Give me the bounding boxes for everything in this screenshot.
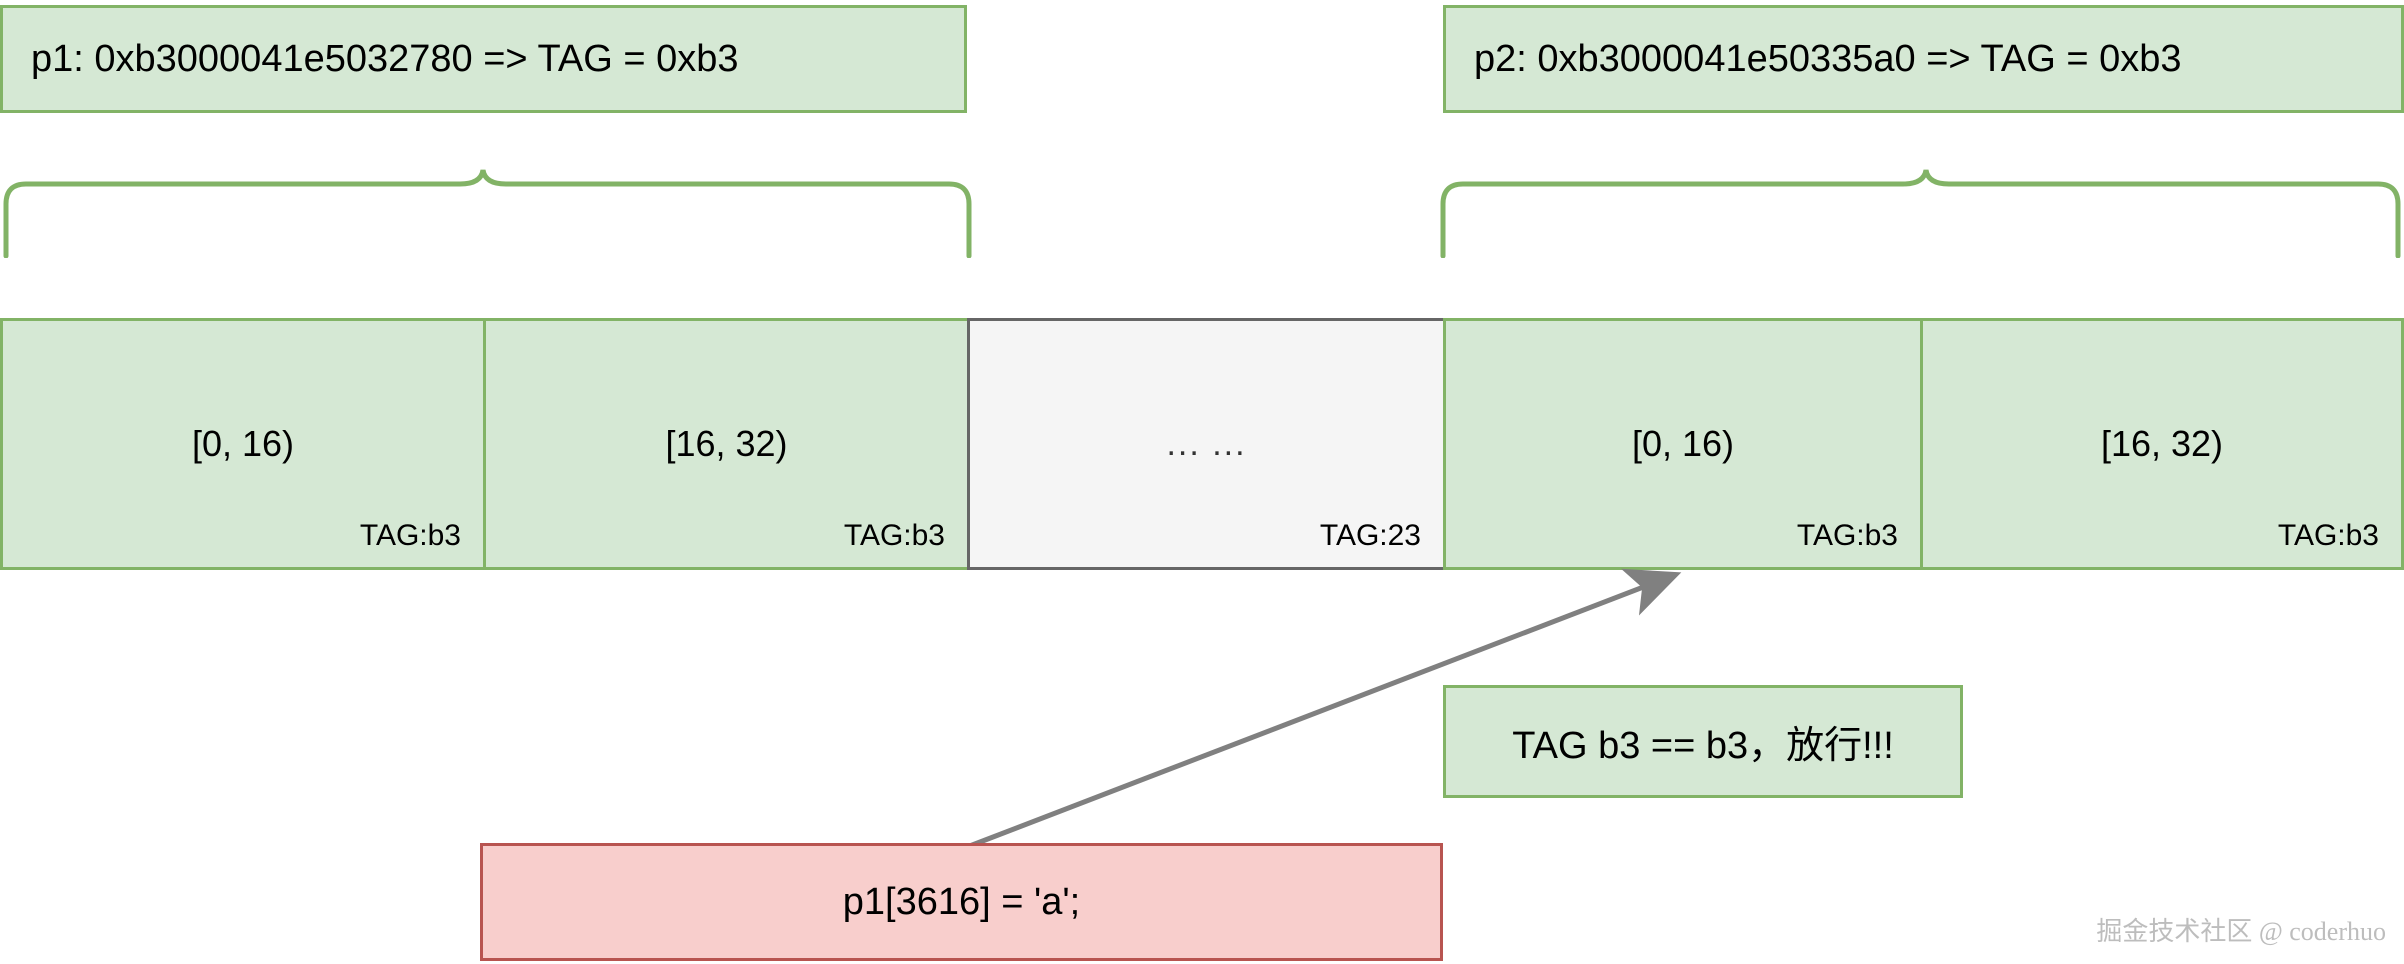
tag-pass-note: TAG b3 == b3，放行!!! — [1443, 685, 1963, 798]
brace-p2 — [1440, 169, 2401, 258]
memory-cell-2-tag: TAG:23 — [1319, 519, 1421, 552]
watermark: 掘金技术社区 @ coderhuo — [2096, 917, 2386, 946]
brace-p1 — [3, 169, 972, 258]
memory-cell-0: [0, 16) TAG:b3 — [0, 318, 486, 570]
memory-cell-4-tag: TAG:b3 — [2277, 519, 2379, 552]
memory-cell-2: ... ... TAG:23 — [967, 318, 1446, 570]
pointer-box-p2: p2: 0xb3000041e50335a0 => TAG = 0xb3 — [1443, 5, 2404, 113]
memory-cell-3: [0, 16) TAG:b3 — [1443, 318, 1923, 570]
code-statement-label: p1[3616] = 'a'; — [842, 880, 1081, 923]
memory-cell-4-range: [16, 32) — [2100, 423, 2224, 464]
memory-cell-row: [0, 16) TAG:b3 [16, 32) TAG:b3 ... ... T… — [0, 318, 2404, 570]
memory-cell-4: [16, 32) TAG:b3 — [1920, 318, 2404, 570]
pointer-label-p1: p1: 0xb3000041e5032780 => TAG = 0xb3 — [31, 38, 739, 80]
memory-cell-3-range: [0, 16) — [1631, 423, 1735, 464]
memory-cell-0-tag: TAG:b3 — [359, 519, 461, 552]
pointer-label-p2: p2: 0xb3000041e50335a0 => TAG = 0xb3 — [1474, 38, 2182, 80]
memory-cell-1: [16, 32) TAG:b3 — [483, 318, 970, 570]
memory-cell-1-tag: TAG:b3 — [843, 519, 945, 552]
pointer-box-p1: p1: 0xb3000041e5032780 => TAG = 0xb3 — [0, 5, 967, 113]
code-statement-box: p1[3616] = 'a'; — [480, 843, 1443, 961]
tag-pass-note-label: TAG b3 == b3，放行!!! — [1512, 725, 1894, 767]
memory-cell-1-range: [16, 32) — [665, 423, 788, 464]
memory-cell-0-range: [0, 16) — [191, 423, 295, 464]
memory-cell-3-tag: TAG:b3 — [1796, 519, 1898, 552]
memory-cell-2-range: ... ... — [1166, 424, 1247, 463]
